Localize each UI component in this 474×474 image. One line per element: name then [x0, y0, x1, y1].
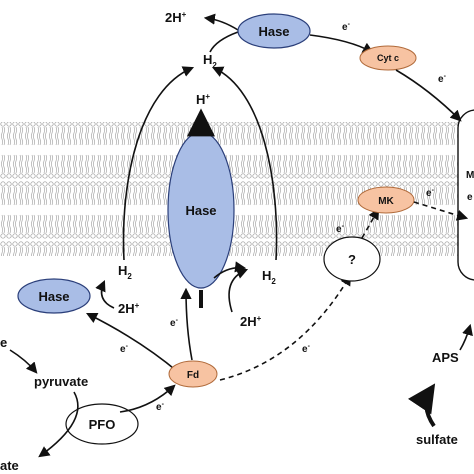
unknown-circle [323, 236, 381, 282]
arrow-fd-to-hase [180, 287, 193, 361]
hase-membrane-label: Hase [185, 203, 216, 218]
electron-fd-unknown: e- [302, 343, 311, 355]
two-h-right-label: 2H+ [240, 314, 262, 329]
cytc-ellipse [359, 45, 417, 71]
arrow-right-h2-up [211, 66, 278, 261]
hase-left-ellipse [17, 278, 91, 314]
electron-fd-hase-left: e- [120, 343, 129, 355]
electron-mk-complex: e- [426, 187, 435, 199]
arrow-h2-to-hase [209, 31, 239, 53]
arrow-fd-to-unknown [219, 274, 352, 381]
hase-left-2h-label: 2H+ [118, 301, 140, 316]
top-2h-label: 2H+ [165, 10, 187, 25]
unknown-label: ? [348, 252, 356, 267]
hase-top-ellipse [237, 13, 311, 49]
arrow-pyruvate-to-acetate [38, 391, 79, 458]
sulfate-label: sulfate [416, 432, 458, 447]
electron-cytc-complex: e- [438, 73, 447, 85]
acetate-fragment: ate [0, 458, 19, 473]
electron-unknown-mk: e- [336, 223, 345, 235]
arrow-hase-to-h2-right [213, 261, 247, 279]
right-complex [457, 109, 474, 281]
proton-label: H+ [196, 92, 210, 107]
arrow-aps-up [459, 323, 473, 351]
mk-ellipse [357, 186, 415, 214]
right-complex-label-top: M [466, 170, 474, 181]
top-h2-label: H2 [203, 52, 217, 70]
electron-pfo-fd: e- [156, 401, 165, 413]
arrow-mk-to-complex [413, 201, 469, 221]
mk-label: MK [378, 196, 394, 207]
h2-right-label: H2 [262, 268, 276, 286]
arrow-lactate-to-pyruvate [9, 349, 38, 374]
hase-left-label: Hase [38, 289, 69, 304]
fd-ellipse [168, 360, 218, 388]
pyruvate-label: pyruvate [34, 374, 88, 389]
pfo-label: PFO [89, 417, 116, 432]
lactate-fragment: e [0, 335, 7, 350]
cytc-label: Cyt c [377, 53, 399, 63]
arrow-left-h2-up [122, 66, 195, 261]
aps-label: APS [432, 350, 459, 365]
arrow-hase-to-2h [203, 13, 239, 31]
arrow-2h-left-to-h2 [95, 279, 115, 309]
h2-left-label: H2 [118, 263, 132, 281]
hase-top-label: Hase [258, 24, 289, 39]
arrow-pfo-to-fd [119, 384, 176, 413]
electron-fd-hase: e- [170, 317, 179, 329]
fd-label: Fd [187, 370, 199, 381]
arrow-fd-to-hase-left [85, 312, 179, 373]
electron-hase-cytc: e- [342, 21, 351, 33]
arrow-cytc-to-complex [395, 69, 462, 122]
arrow-2h-to-h2 [228, 268, 249, 313]
arrow-hase-to-cytc [309, 34, 374, 54]
arrow-sulfate-to-aps [407, 383, 436, 428]
right-complex-label-bottom: e [467, 192, 473, 203]
pfo-ellipse [65, 403, 139, 445]
lipid-bilayer [0, 122, 474, 256]
